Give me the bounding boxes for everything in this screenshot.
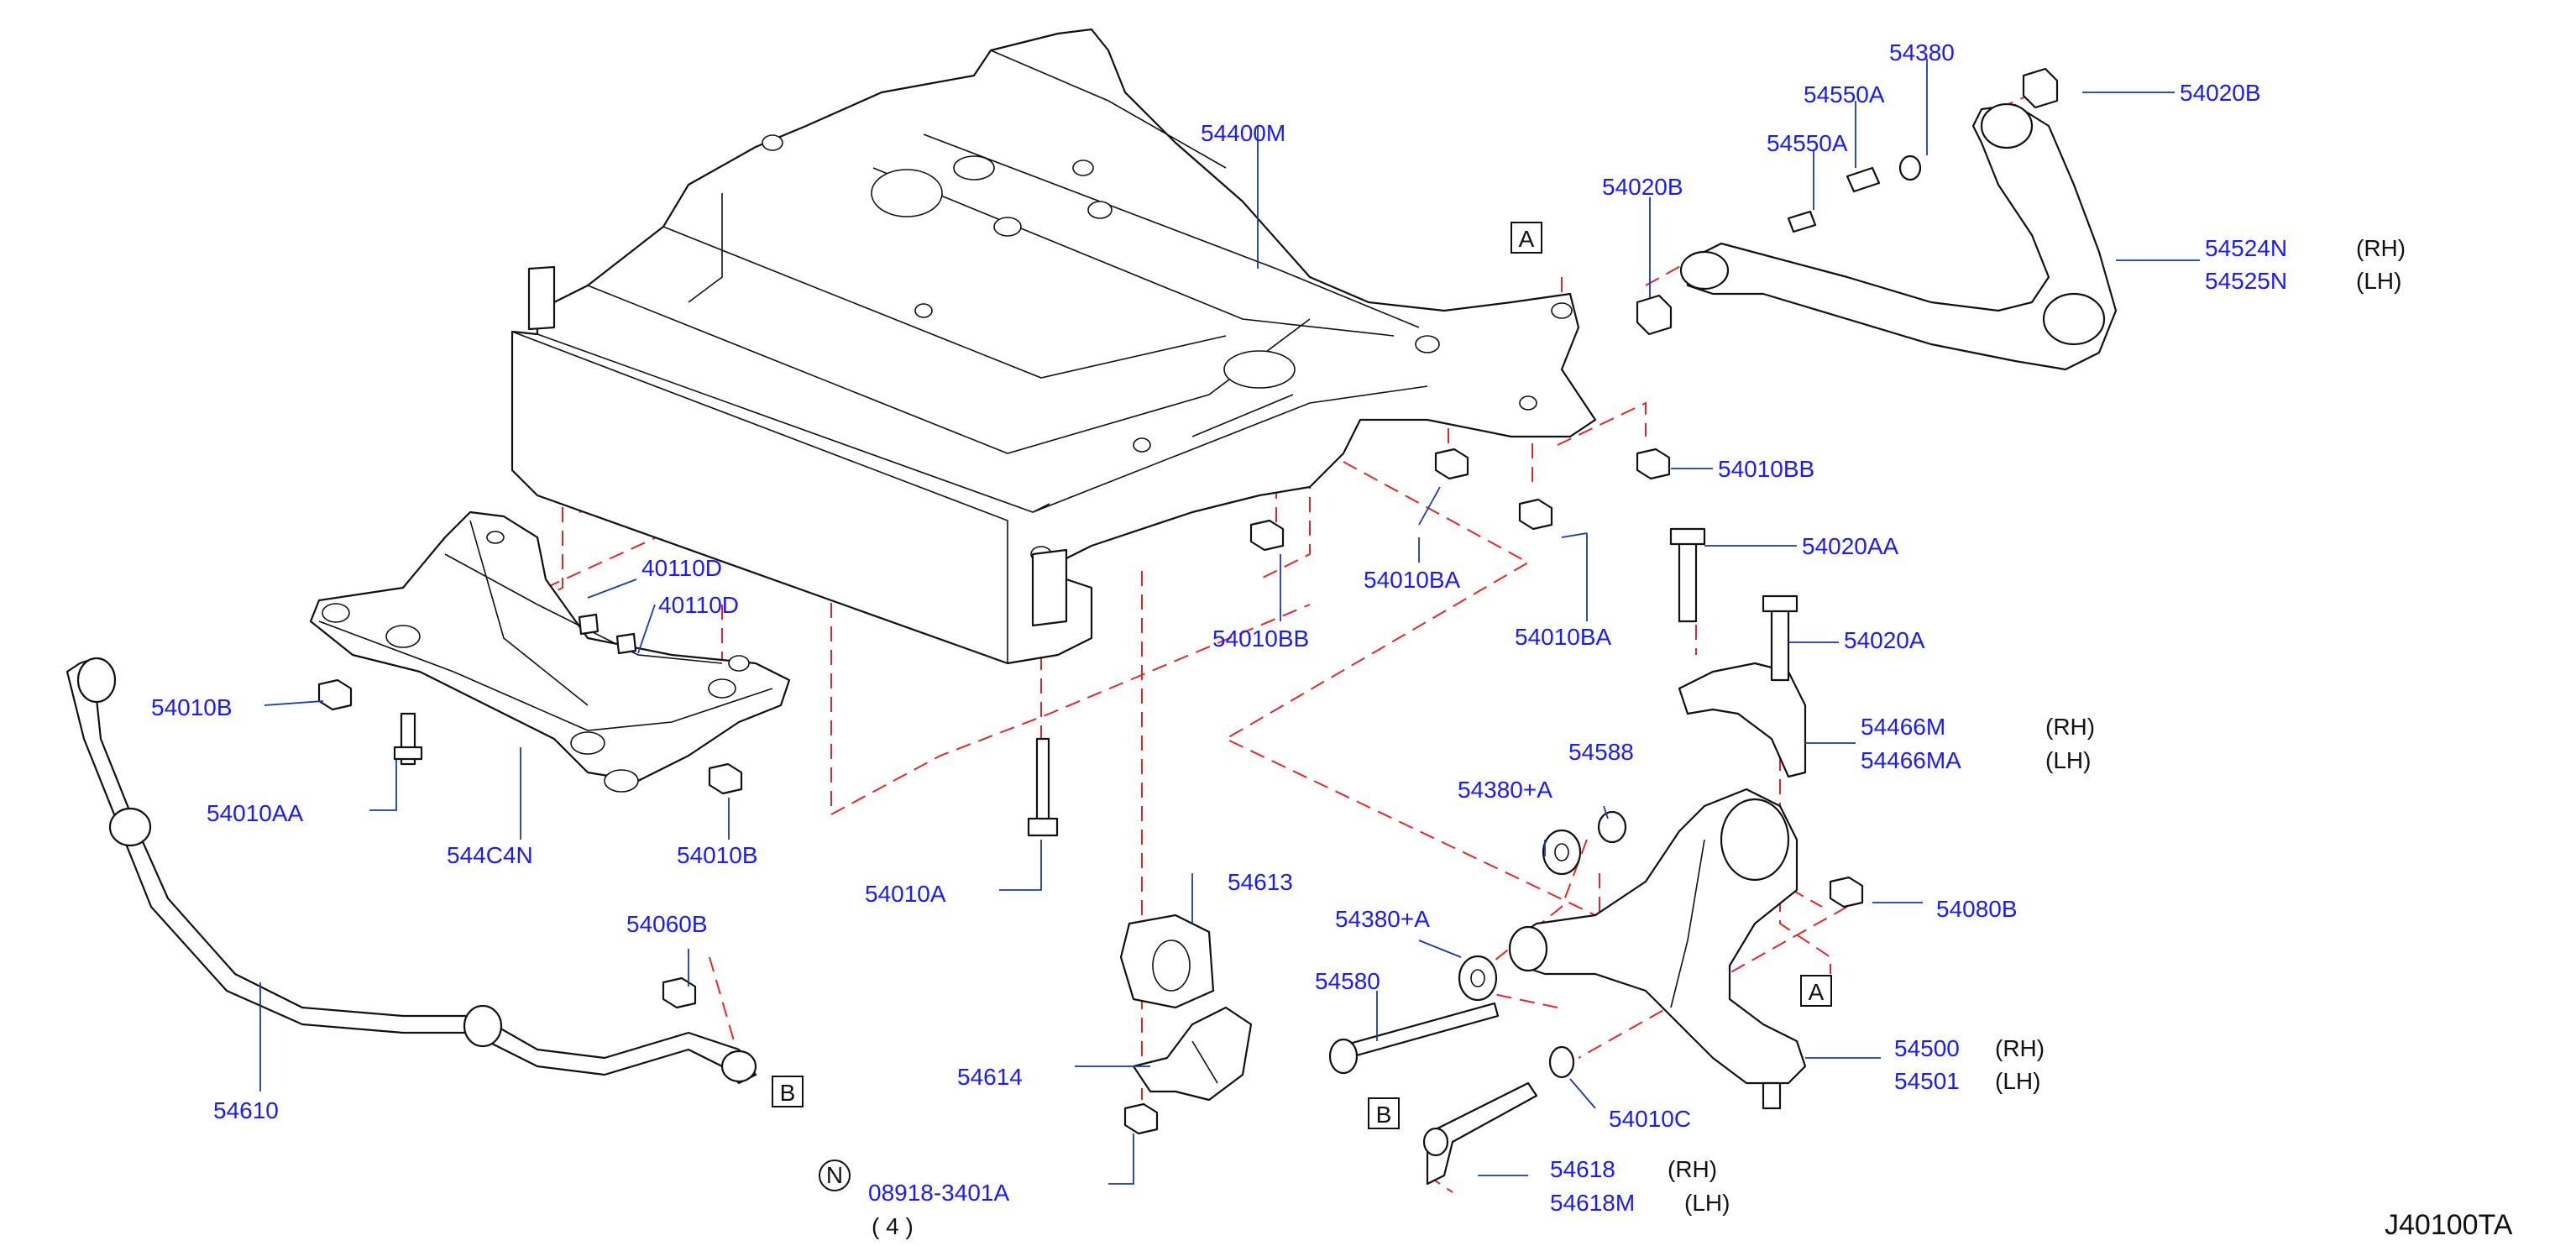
clip-40110d [578,613,637,655]
note-lh-upper-link: (LH) [2356,268,2401,294]
note-lh-lower-link: (LH) [1995,1068,2040,1094]
label-54020aa[interactable]: 54020AA [1802,533,1899,559]
connecting-rod [1422,1081,1538,1186]
note-rh-bracket: (RH) [2045,714,2095,740]
reference-marks: A A B B N [772,222,1832,1191]
label-54524n[interactable]: 54524N [2205,235,2287,261]
ref-circle-n [819,1160,851,1191]
leader-lines [259,59,2200,1185]
label-54466ma[interactable]: 54466MA [1861,747,1961,773]
label-54010bb-left[interactable]: 54010BB [1212,626,1309,652]
label-54400m[interactable]: 54400M [1201,120,1285,146]
label-54080b[interactable]: 54080B [1936,896,2018,922]
label-54010b-right[interactable]: 54010B [677,842,758,868]
label-54010aa[interactable]: 54010AA [207,800,304,826]
label-54380[interactable]: 54380 [1889,39,1955,65]
stabilizer-bushing [1119,914,1215,1009]
ref-letter-b-left: B [1376,1102,1392,1128]
label-54020b-left[interactable]: 54020B [1602,174,1683,200]
fasteners [317,67,2059,1135]
label-54020b-right[interactable]: 54020B [2180,80,2261,106]
note-rh-upper-link: (RH) [2356,235,2406,261]
ref-letter-a-top: A [1519,226,1535,252]
ref-box-b-right [772,1076,804,1107]
ref-box-a-top [1511,222,1542,254]
note-lh-rod: (LH) [1684,1190,1730,1216]
ref-box-b-left [1368,1097,1400,1129]
label-54010ba-left[interactable]: 54010BA [1364,567,1461,593]
label-54580[interactable]: 54580 [1315,968,1380,994]
lower-link-bracket [1678,662,1807,778]
label-54010ba-right[interactable]: 54010BA [1515,624,1612,650]
label-54550a-lower[interactable]: 54550A [1767,130,1848,156]
label-54380a-upper[interactable]: 54380+A [1458,777,1552,803]
label-54020a[interactable]: 54020A [1844,627,1925,653]
label-54380a-lower[interactable]: 54380+A [1335,906,1430,932]
label-54500[interactable]: 54500 [1894,1035,1960,1061]
label-54618[interactable]: 54618 [1550,1156,1615,1182]
label-54010a[interactable]: 54010A [865,881,946,907]
note-lh-bracket: (LH) [2045,747,2091,773]
label-40110d-lower[interactable]: 40110D [658,592,739,618]
label-54010b-left[interactable]: 54010B [151,694,233,720]
part-labels: 54400M 54380 54550A 54550A 54020B 54020B… [151,39,2406,1239]
label-54525n[interactable]: 54525N [2205,268,2287,294]
ref-box-a-bottom [1800,975,1832,1007]
label-54010c[interactable]: 54010C [1609,1106,1691,1132]
label-54466m[interactable]: 54466M [1861,714,1945,740]
label-54588[interactable]: 54588 [1568,739,1634,765]
stabilizer-bar [65,657,757,1085]
label-544c4n[interactable]: 544C4N [447,842,533,868]
label-54550a-upper[interactable]: 54550A [1804,81,1885,107]
note-qty-4: ( 4 ) [872,1213,914,1239]
front-suspension-member [510,28,1597,665]
label-08918-3401a[interactable]: 08918-3401A [868,1180,1009,1206]
upper-link [1679,102,2118,371]
label-54010bb-right[interactable]: 54010BB [1718,456,1814,482]
note-rh-lower-link: (RH) [1995,1035,2045,1061]
label-54610[interactable]: 54610 [213,1097,279,1123]
bolt-54580 [1328,1002,1500,1075]
label-54060b[interactable]: 54060B [626,911,708,937]
label-54618m[interactable]: 54618M [1550,1190,1635,1216]
label-54613[interactable]: 54613 [1228,869,1293,895]
ref-letter-n: N [826,1162,843,1188]
label-40110d-upper[interactable]: 40110D [641,555,722,581]
diagram-id: J40100TA [2385,1209,2513,1241]
ref-letter-a-bottom: A [1809,979,1825,1005]
label-54614[interactable]: 54614 [957,1064,1023,1090]
front-crossmember [309,510,791,793]
stabilizer-bracket [1132,1006,1253,1102]
label-54501[interactable]: 54501 [1894,1068,1960,1094]
lower-link [1508,788,1807,1110]
ref-letter-b-right: B [780,1080,796,1106]
note-rh-rod: (RH) [1668,1156,1717,1182]
